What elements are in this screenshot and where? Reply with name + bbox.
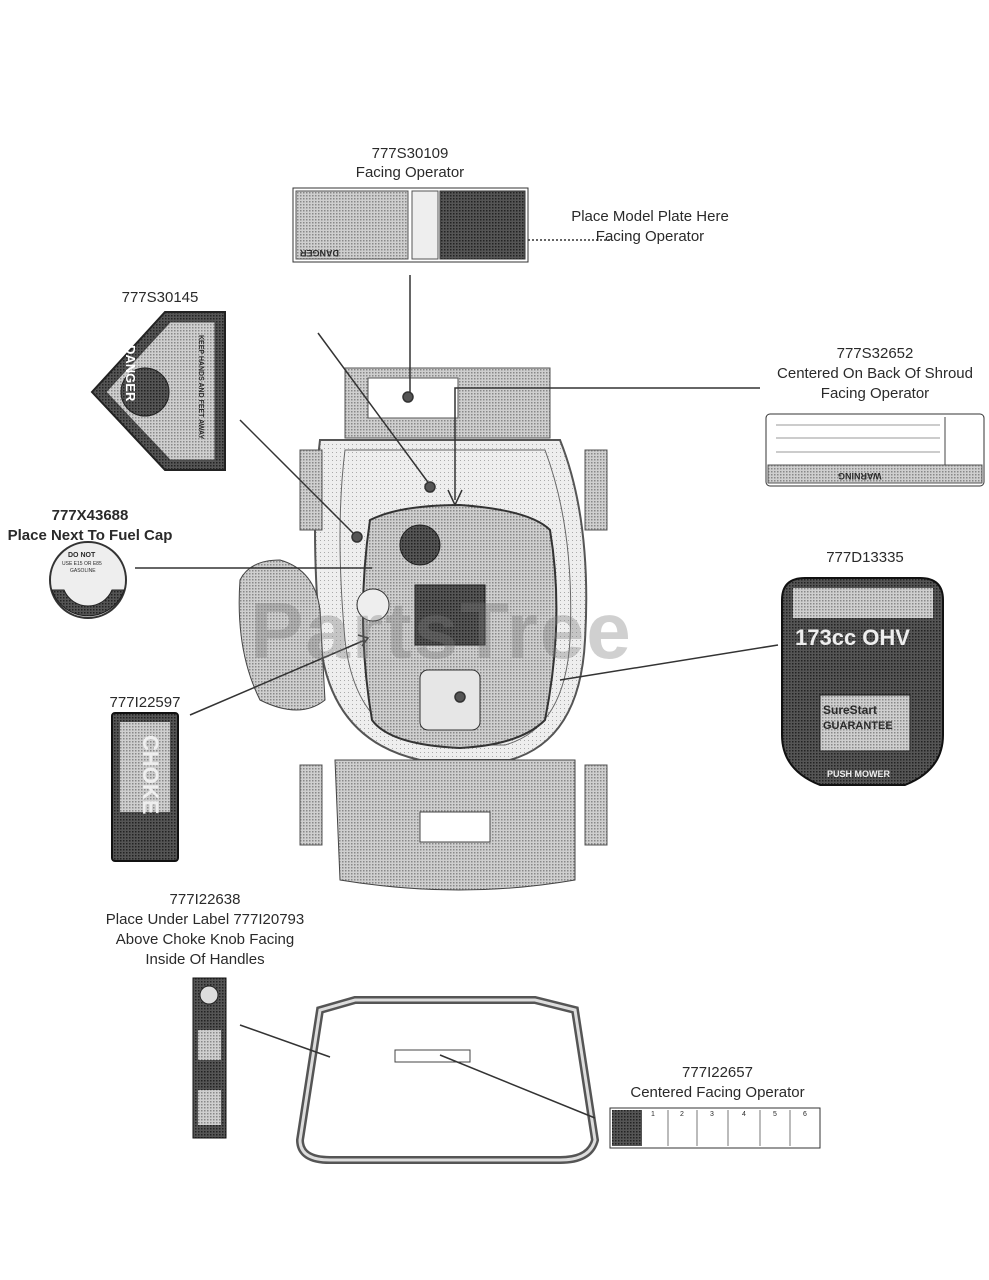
mower-handle — [295, 996, 600, 1164]
fuel-cap-text-2: USE E15 OR E85 — [62, 561, 102, 567]
step-6: 6 — [803, 1111, 807, 1118]
callout-32652-line1: Centered On Back Of Shroud — [777, 365, 973, 382]
fuel-cap-text-1: DO NOT — [68, 552, 96, 559]
danger-side-text: DANGER — [123, 345, 138, 402]
warning-text: WARNING — [838, 471, 882, 481]
callout-43688-part: 777X43688 — [51, 507, 129, 524]
decal-engine — [781, 577, 944, 786]
callout-22657-note: Centered Facing Operator — [630, 1084, 805, 1101]
callout-30145-part: 777S30145 — [121, 289, 199, 306]
decal-danger-side — [90, 311, 226, 471]
callout-22638-part: 777I22638 — [169, 891, 241, 908]
danger-side-subtext: KEEP HANDS AND FEET AWAY — [197, 335, 204, 440]
decal-choke — [111, 712, 179, 862]
step-4: 4 — [742, 1111, 746, 1118]
decal-fuel-cap — [49, 541, 127, 619]
step-3: 3 — [710, 1111, 714, 1118]
step-1: 1 — [651, 1111, 655, 1118]
callout-22638-line1: Place Under Label 777I20793 — [105, 911, 305, 928]
callout-model-plate-1: Place Model Plate Here — [571, 208, 729, 225]
step-2: 2 — [680, 1111, 684, 1118]
callout-13335-part: 777D13335 — [826, 549, 904, 566]
leader-lines — [135, 239, 779, 1119]
decal-handle-strip — [192, 977, 227, 1139]
callout-43688-note: Place Next To Fuel Cap — [7, 527, 173, 544]
decal-warning — [765, 413, 985, 487]
callout-30109-part: 777S30109 — [371, 145, 449, 162]
engine-text-2: SureStart — [823, 703, 878, 717]
choke-text: CHOKE — [138, 735, 163, 815]
engine-text-3: GUARANTEE — [823, 720, 893, 732]
callout-22657-part: 777I22657 — [682, 1064, 753, 1081]
watermark: PartsTree — [250, 586, 633, 675]
callout-model-plate-2: Facing Operator — [595, 228, 705, 245]
decal-danger-top — [292, 187, 529, 263]
callout-32652-part: 777S32652 — [836, 345, 914, 362]
callout-32652-line2: Facing Operator — [820, 385, 930, 402]
callout-30109-note: Facing Operator — [355, 164, 465, 181]
callout-22638-line2: Above Choke Knob Facing — [115, 931, 295, 948]
step-5: 5 — [773, 1111, 777, 1118]
engine-text-1: 173cc OHV — [795, 625, 910, 650]
fuel-cap-text-3: GASOLINE — [70, 568, 96, 574]
decal-steps — [609, 1107, 821, 1149]
engine-text-4: PUSH MOWER — [827, 769, 890, 779]
callout-22597-part: 777I22597 — [109, 694, 181, 711]
callout-22638-line3: Inside Of Handles — [145, 951, 265, 968]
danger-top-text: DANGER — [300, 248, 340, 258]
mower-body — [238, 367, 608, 891]
